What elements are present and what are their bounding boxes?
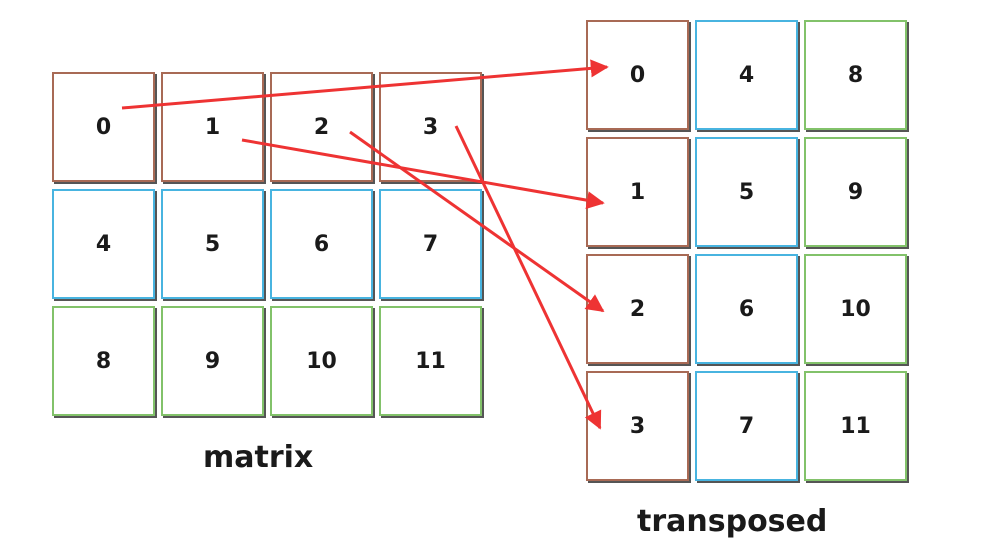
matrix-cell: 8 [52,306,155,416]
transposed-cell: 0 [586,20,689,130]
matrix-cell: 7 [379,189,482,299]
cell-value: 6 [313,231,330,257]
cell-value: 8 [847,62,864,88]
cell-value: 3 [629,413,646,439]
transposed-cell: 6 [695,254,798,364]
cell-value: 9 [847,179,864,205]
cell-value: 0 [629,62,646,88]
cell-value: 11 [840,413,871,439]
transposed-cell: 11 [804,371,907,481]
cell-value: 3 [422,114,439,140]
cell-value: 1 [204,114,221,140]
matrix-cell: 2 [270,72,373,182]
transposed-cell: 2 [586,254,689,364]
transposed-cell: 9 [804,137,907,247]
cell-value: 7 [422,231,439,257]
cell-value: 5 [738,179,755,205]
cell-value: 1 [629,179,646,205]
transposed-cell: 10 [804,254,907,364]
matrix-caption: matrix [203,440,314,475]
matrix-cell: 11 [379,306,482,416]
cell-value: 6 [738,296,755,322]
matrix-cell: 5 [161,189,264,299]
transposed-cell: 1 [586,137,689,247]
matrix-cell: 10 [270,306,373,416]
matrix-cell: 1 [161,72,264,182]
cell-value: 11 [415,348,446,374]
matrix-cell: 4 [52,189,155,299]
cell-value: 10 [840,296,871,322]
transposed-cell: 7 [695,371,798,481]
transposed-cell: 4 [695,20,798,130]
transposed-cell: 5 [695,137,798,247]
matrix-cell: 0 [52,72,155,182]
transposed-cell: 8 [804,20,907,130]
cell-value: 4 [95,231,112,257]
cell-value: 8 [95,348,112,374]
cell-value: 7 [738,413,755,439]
cell-value: 0 [95,114,112,140]
cell-value: 4 [738,62,755,88]
cell-value: 2 [313,114,330,140]
matrix-cell: 6 [270,189,373,299]
transposed-cell: 3 [586,371,689,481]
matrix-cell: 9 [161,306,264,416]
transposed-caption: transposed [637,504,828,539]
cell-value: 5 [204,231,221,257]
cell-value: 2 [629,296,646,322]
cell-value: 9 [204,348,221,374]
cell-value: 10 [306,348,337,374]
matrix-cell: 3 [379,72,482,182]
